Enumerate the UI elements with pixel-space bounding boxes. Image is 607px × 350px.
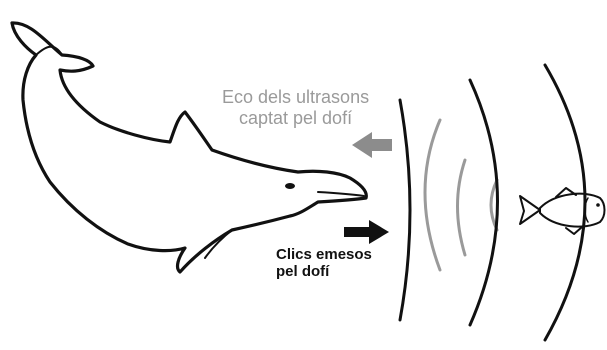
click-wave-3: [545, 65, 585, 340]
clicks-label-line-1: Clics emesos: [276, 246, 372, 263]
echo-wave-1: [425, 120, 440, 270]
fish-icon: [520, 188, 605, 234]
fish-eye: [596, 203, 600, 207]
click-wave-1: [400, 100, 410, 320]
clicks-label: Clics emesos pel dofí: [276, 246, 372, 281]
echo-label: Eco dels ultrasons captat pel dofí: [222, 87, 369, 128]
click-wave-2: [470, 80, 498, 325]
echo-label-line-1: Eco dels ultrasons: [222, 87, 369, 108]
echo-waves: [425, 120, 497, 270]
click-arrow: [344, 220, 389, 244]
dolphin-eye: [285, 183, 295, 189]
clicks-label-line-2: pel dofí: [276, 263, 372, 280]
dolphin-icon: [12, 23, 366, 272]
echo-label-line-2: captat pel dofí: [222, 108, 369, 129]
echo-wave-2: [458, 160, 466, 255]
echo-arrow: [352, 132, 392, 158]
